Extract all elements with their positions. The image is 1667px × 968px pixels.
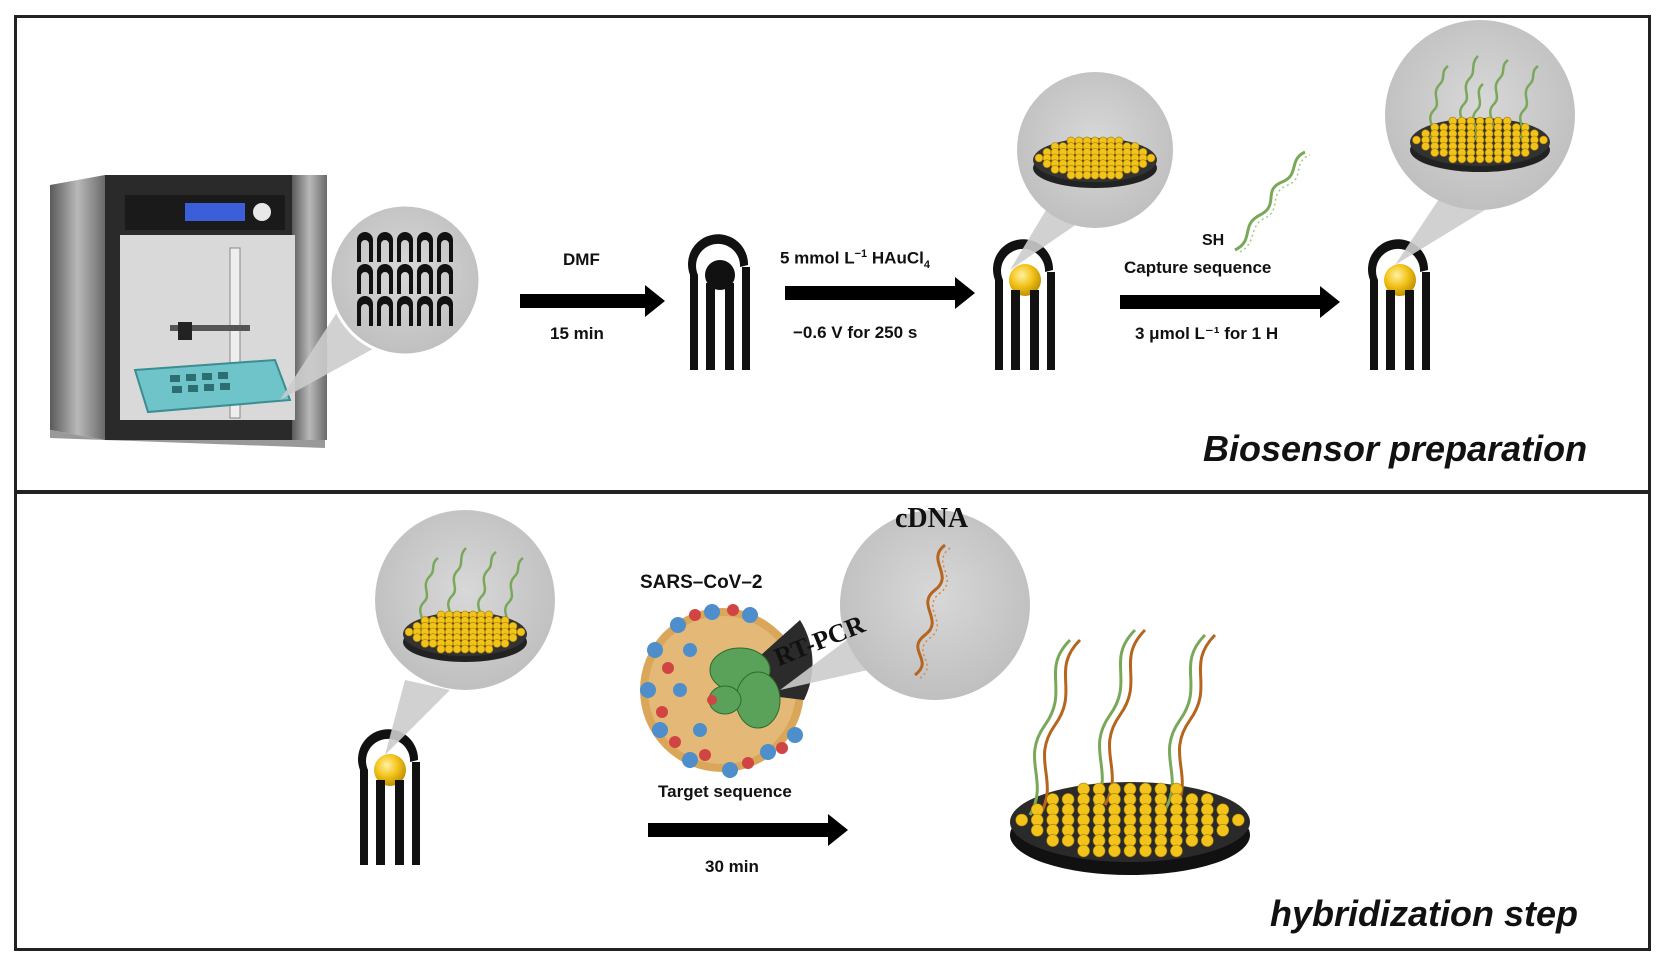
gold-nanoparticle-layer bbox=[404, 610, 526, 654]
3d-printer-icon bbox=[50, 175, 327, 448]
gold-nanoparticle bbox=[1466, 154, 1476, 164]
step1-reagent-label: DMF bbox=[563, 250, 600, 269]
gold-nanoparticle bbox=[516, 627, 526, 637]
gold-nanoparticle bbox=[420, 639, 430, 648]
gold-nanoparticle bbox=[1475, 154, 1485, 164]
gold-nanoparticle bbox=[1130, 165, 1140, 174]
gold-nanoparticle bbox=[1122, 165, 1132, 174]
gold-nanoparticle bbox=[1139, 844, 1152, 858]
gold-nanoparticle bbox=[1034, 153, 1044, 163]
cdna-zoom-callout bbox=[780, 510, 1030, 700]
printer-zoom-callout bbox=[280, 203, 482, 400]
gold-nanoparticle bbox=[1512, 148, 1521, 157]
gold-nanoparticle bbox=[1146, 153, 1156, 163]
gold-nanoparticle bbox=[1154, 844, 1168, 858]
gold-nanoparticle bbox=[468, 644, 478, 654]
gold-nanoparticle bbox=[1521, 148, 1530, 157]
hybridization-step-title: hybridization step bbox=[1270, 893, 1579, 934]
gold-nanoparticle bbox=[1042, 159, 1052, 168]
gold-nanoparticle bbox=[1493, 154, 1503, 164]
gold-nanoparticle-layer bbox=[1412, 116, 1548, 164]
hybridization-reagent-label: Target sequence bbox=[658, 782, 792, 801]
gold-nanoparticle bbox=[1114, 170, 1124, 180]
arrow-step3 bbox=[1120, 286, 1340, 318]
gold-nanoparticle bbox=[476, 644, 486, 654]
gold-nanoparticle bbox=[1439, 148, 1448, 157]
gold-nanoparticle bbox=[1457, 154, 1467, 164]
gold-nanoparticle-layer bbox=[1015, 782, 1245, 858]
gold-nanoparticle bbox=[1232, 813, 1245, 827]
gold-nanoparticle bbox=[1123, 844, 1137, 858]
gold-nanoparticle bbox=[1090, 170, 1100, 180]
gold-nanoparticle bbox=[1530, 142, 1539, 151]
gold-nanoparticle bbox=[428, 639, 438, 648]
gold-nanoparticle bbox=[1421, 142, 1430, 151]
electrode-capture bbox=[1368, 239, 1430, 370]
gold-nanoparticle bbox=[1185, 834, 1199, 847]
gold-nanoparticle bbox=[1448, 154, 1458, 164]
gold-nanoparticle bbox=[404, 627, 414, 637]
gold-nanoparticle bbox=[1074, 170, 1084, 180]
gold-nanoparticle bbox=[436, 644, 446, 654]
arrow-step1 bbox=[520, 285, 665, 317]
gold-nanoparticle bbox=[1484, 154, 1494, 164]
thiol-group-label: SH bbox=[1202, 232, 1225, 249]
gold-nanoparticle bbox=[1082, 170, 1092, 180]
step3-reagent-label: Capture sequence bbox=[1124, 258, 1272, 277]
gold-nanoparticle bbox=[1066, 170, 1076, 180]
gold-nanoparticle bbox=[1092, 844, 1106, 858]
gold-nanoparticle bbox=[1106, 170, 1116, 180]
gold-nanoparticle bbox=[1502, 154, 1512, 164]
virus-label: SARS–CoV–2 bbox=[640, 572, 763, 593]
step1-time-label: 15 min bbox=[550, 324, 604, 343]
gold-nanoparticle bbox=[1046, 834, 1059, 847]
gold-nanoparticle bbox=[508, 633, 518, 643]
electrode-capture-bottom bbox=[358, 729, 420, 865]
hybridization-step-panel bbox=[14, 491, 1651, 951]
gold-nanoparticle bbox=[460, 644, 470, 654]
gold-nanoparticle bbox=[452, 644, 462, 654]
gold-nanoparticle bbox=[444, 644, 454, 654]
gold-nanoparticle bbox=[1058, 165, 1068, 174]
gold-nanoparticle bbox=[1015, 813, 1029, 827]
gold-nanoparticle bbox=[492, 639, 502, 648]
cdna-label: cDNA bbox=[895, 503, 969, 534]
arrow-step2 bbox=[785, 277, 975, 309]
gold-nanoparticle bbox=[1216, 823, 1230, 837]
step2-reagent-label: 5 mmol L−1 HAuCl4 bbox=[780, 248, 930, 272]
gold-nanoparticle bbox=[1050, 165, 1060, 174]
gold-nanoparticle-layer bbox=[1034, 136, 1156, 180]
gold-nanoparticle bbox=[1539, 135, 1548, 145]
gold-nanoparticle bbox=[1108, 844, 1121, 858]
step2-condition-label: −0.6 V for 250 s bbox=[793, 323, 918, 342]
gold-nanoparticle bbox=[1170, 844, 1183, 858]
arrow-hybridization bbox=[648, 814, 848, 846]
step3-condition-label: 3 μmol L⁻¹ for 1 H bbox=[1135, 324, 1279, 343]
gold-nanoparticle bbox=[1061, 834, 1075, 847]
gold-nanoparticle bbox=[1138, 159, 1148, 168]
capture-dna-strand bbox=[1234, 150, 1311, 253]
gold-nanoparticle bbox=[1077, 844, 1090, 858]
gold-nanoparticle bbox=[484, 644, 494, 654]
gold-nanoparticle bbox=[1430, 148, 1439, 157]
hybridization-time-label: 30 min bbox=[705, 857, 759, 876]
gold-nanoparticle bbox=[1030, 823, 1044, 837]
gold-nanoparticle bbox=[1412, 135, 1421, 145]
gold-nanoparticle bbox=[1201, 834, 1214, 847]
gold-nanoparticle bbox=[1098, 170, 1108, 180]
electrode-bare bbox=[688, 234, 750, 370]
gold-nanoparticle bbox=[412, 633, 422, 643]
biosensor-preparation-title: Biosensor preparation bbox=[1203, 428, 1588, 469]
gold-nanoparticle bbox=[500, 639, 510, 648]
sars-cov-2-virus-icon bbox=[640, 604, 813, 778]
